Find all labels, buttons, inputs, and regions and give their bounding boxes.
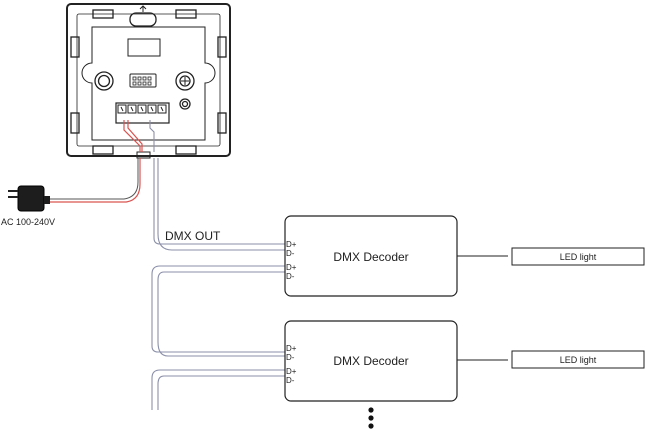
port-label: D+ <box>286 367 297 376</box>
led-light-2: LED light <box>511 350 645 369</box>
led-light-label: LED light <box>560 355 597 365</box>
led-light-1: LED light <box>511 247 645 266</box>
dmx-decoder-1: DMX Decoder D+ D- D+ D- <box>284 215 458 297</box>
dmx-out-label: DMX OUT <box>165 229 221 243</box>
port-label: D- <box>286 249 295 258</box>
port-label: D+ <box>286 344 297 353</box>
dmx-wall-panel <box>66 3 231 159</box>
power-plug <box>8 185 50 212</box>
power-wire-sheath <box>44 158 139 200</box>
port-label: D+ <box>286 240 297 249</box>
dmx-wire <box>149 120 285 410</box>
power-label: AC 100-240V <box>1 217 55 227</box>
decoder-title: DMX Decoder <box>333 250 408 264</box>
decoder-title: DMX Decoder <box>333 354 408 368</box>
port-label: D- <box>286 353 295 362</box>
port-label: D- <box>286 376 295 385</box>
led-light-label: LED light <box>560 252 597 262</box>
dmx-decoder-2: DMX Decoder D+ D- D+ D- <box>284 320 458 402</box>
power-wire <box>44 120 143 203</box>
port-label: D- <box>286 272 295 281</box>
continuation-dots-icon <box>368 407 374 429</box>
port-label: D+ <box>286 263 297 272</box>
